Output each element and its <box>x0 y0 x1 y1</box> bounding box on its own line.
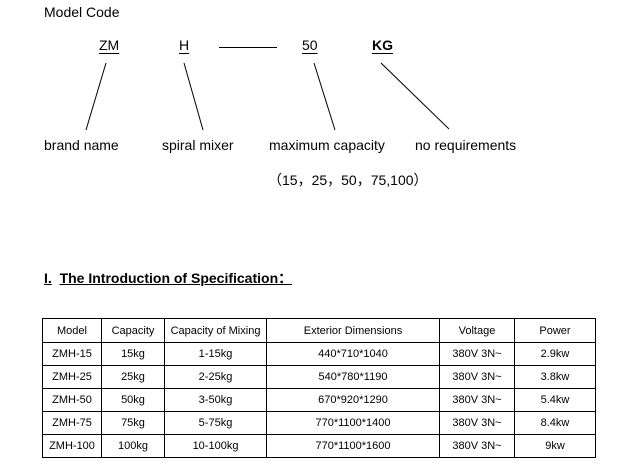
cell-capacity: 75kg <box>101 411 165 435</box>
label-no-requirements: no requirements <box>415 137 517 153</box>
connector-brand <box>85 62 107 131</box>
cell-dimensions: 540*780*1190 <box>266 365 440 389</box>
header-capacity: Capacity <box>101 318 165 343</box>
cell-model: ZMH-50 <box>42 388 102 412</box>
header-capacity-of-mixing: Capacity of Mixing <box>164 318 267 343</box>
model-code-title: Model Code <box>44 4 120 20</box>
cell-voltage: 380V 3N~ <box>439 434 515 458</box>
cell-capacity: 15kg <box>101 342 165 366</box>
cell-dimensions: 770*1100*1400 <box>266 411 440 435</box>
label-maximum-capacity: maximum capacity <box>269 137 385 153</box>
code-part-h: H <box>179 37 190 53</box>
cell-model: ZMH-100 <box>42 434 102 458</box>
header-model: Model <box>42 318 102 343</box>
capacity-options: （15，25，50，75,100） <box>268 172 428 188</box>
code-part-kg: KG <box>372 37 393 53</box>
header-exterior-dimensions: Exterior Dimensions <box>266 318 440 343</box>
table-header-row: Model Capacity Capacity of Mixing Exteri… <box>42 318 596 343</box>
label-spiral-mixer: spiral mixer <box>162 137 234 153</box>
table-row: ZMH-15 15kg 1-15kg 440*710*1040 380V 3N~… <box>42 342 596 366</box>
table-row: ZMH-25 25kg 2-25kg 540*780*1190 380V 3N~… <box>42 365 596 389</box>
cell-dimensions: 770*1100*1600 <box>266 434 440 458</box>
cell-dimensions: 440*710*1040 <box>266 342 440 366</box>
cell-capacity: 50kg <box>101 388 165 412</box>
section-number: I. <box>44 270 52 286</box>
header-voltage: Voltage <box>439 318 515 343</box>
table-row: ZMH-75 75kg 5-75kg 770*1100*1400 380V 3N… <box>42 411 596 435</box>
cell-mixing: 2-25kg <box>164 365 267 389</box>
cell-voltage: 380V 3N~ <box>439 411 515 435</box>
section-heading: I. The Introduction of Specification： <box>44 268 292 289</box>
label-brand-name: brand name <box>44 137 119 153</box>
cell-capacity: 25kg <box>101 365 165 389</box>
cell-mixing: 1-15kg <box>164 342 267 366</box>
code-part-zm: ZM <box>99 37 120 53</box>
section-title: The Introduction of Specification： <box>59 270 293 286</box>
cell-mixing: 5-75kg <box>164 411 267 435</box>
cell-model: ZMH-75 <box>42 411 102 435</box>
header-power: Power <box>514 318 596 343</box>
cell-mixing: 3-50kg <box>164 388 267 412</box>
cell-model: ZMH-25 <box>42 365 102 389</box>
cell-power: 5.4kw <box>514 388 596 412</box>
cell-voltage: 380V 3N~ <box>439 365 515 389</box>
cell-voltage: 380V 3N~ <box>439 342 515 366</box>
cell-power: 3.8kw <box>514 365 596 389</box>
specification-table: Model Capacity Capacity of Mixing Exteri… <box>42 318 596 458</box>
cell-dimensions: 670*920*1290 <box>266 388 440 412</box>
cell-power: 9kw <box>514 434 596 458</box>
cell-capacity: 100kg <box>101 434 165 458</box>
connector-noreq <box>380 62 450 130</box>
connector-spiral <box>183 62 204 131</box>
table-row: ZMH-100 100kg 10-100kg 770*1100*1600 380… <box>42 434 596 458</box>
cell-model: ZMH-15 <box>42 342 102 366</box>
code-dash-line <box>219 47 277 48</box>
cell-power: 8.4kw <box>514 411 596 435</box>
code-part-capacity: 50 <box>302 37 318 53</box>
table-row: ZMH-50 50kg 3-50kg 670*920*1290 380V 3N~… <box>42 388 596 412</box>
cell-power: 2.9kw <box>514 342 596 366</box>
cell-voltage: 380V 3N~ <box>439 388 515 412</box>
connector-maxcap <box>313 62 336 131</box>
cell-mixing: 10-100kg <box>164 434 267 458</box>
